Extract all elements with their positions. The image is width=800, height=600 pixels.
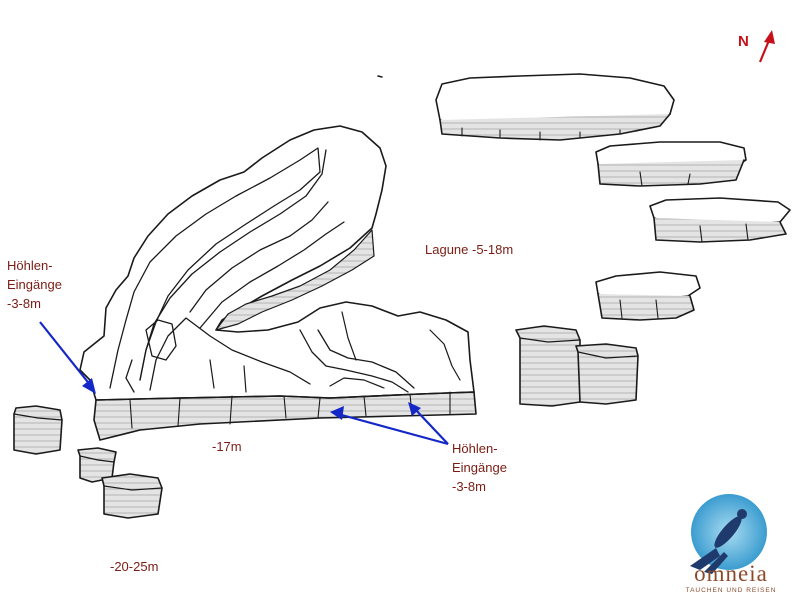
lagoon-label: Lagune -5-18m xyxy=(425,242,514,257)
pinnacle-small-1 xyxy=(13,405,63,455)
main-reef-outline xyxy=(79,125,475,401)
logo-tagline: TAUCHEN UND REISEN xyxy=(685,587,777,594)
logo-wordmark: omneia xyxy=(694,561,768,586)
cave-entrances-label-right: Höhlen- Eingänge -3-8m xyxy=(452,439,507,496)
cave-label-left-line1: Höhlen- xyxy=(7,258,53,273)
cave-label-left-line3: -3-8m xyxy=(7,296,41,311)
cave-label-right-line3: -3-8m xyxy=(452,479,486,494)
cave-arrow-left xyxy=(39,321,96,394)
north-arrow-icon xyxy=(758,30,775,63)
depth-label-outer: -20-25m xyxy=(110,559,159,574)
north-label: N xyxy=(738,33,749,50)
logo-mark xyxy=(690,494,767,574)
depth-label-reef-base: -17m xyxy=(212,439,242,454)
pinnacle-small-3 xyxy=(101,473,163,519)
cave-label-right-line2: Eingänge xyxy=(452,460,507,475)
pinnacle-left xyxy=(515,325,581,407)
cave-label-left-line2: Eingänge xyxy=(7,277,62,292)
cave-label-right-line1: Höhlen- xyxy=(452,441,498,456)
diver-icon xyxy=(690,509,747,574)
cave-arrow-right xyxy=(330,402,449,446)
cave-entrances-label-left: Höhlen- Eingänge -3-8m xyxy=(7,256,62,313)
